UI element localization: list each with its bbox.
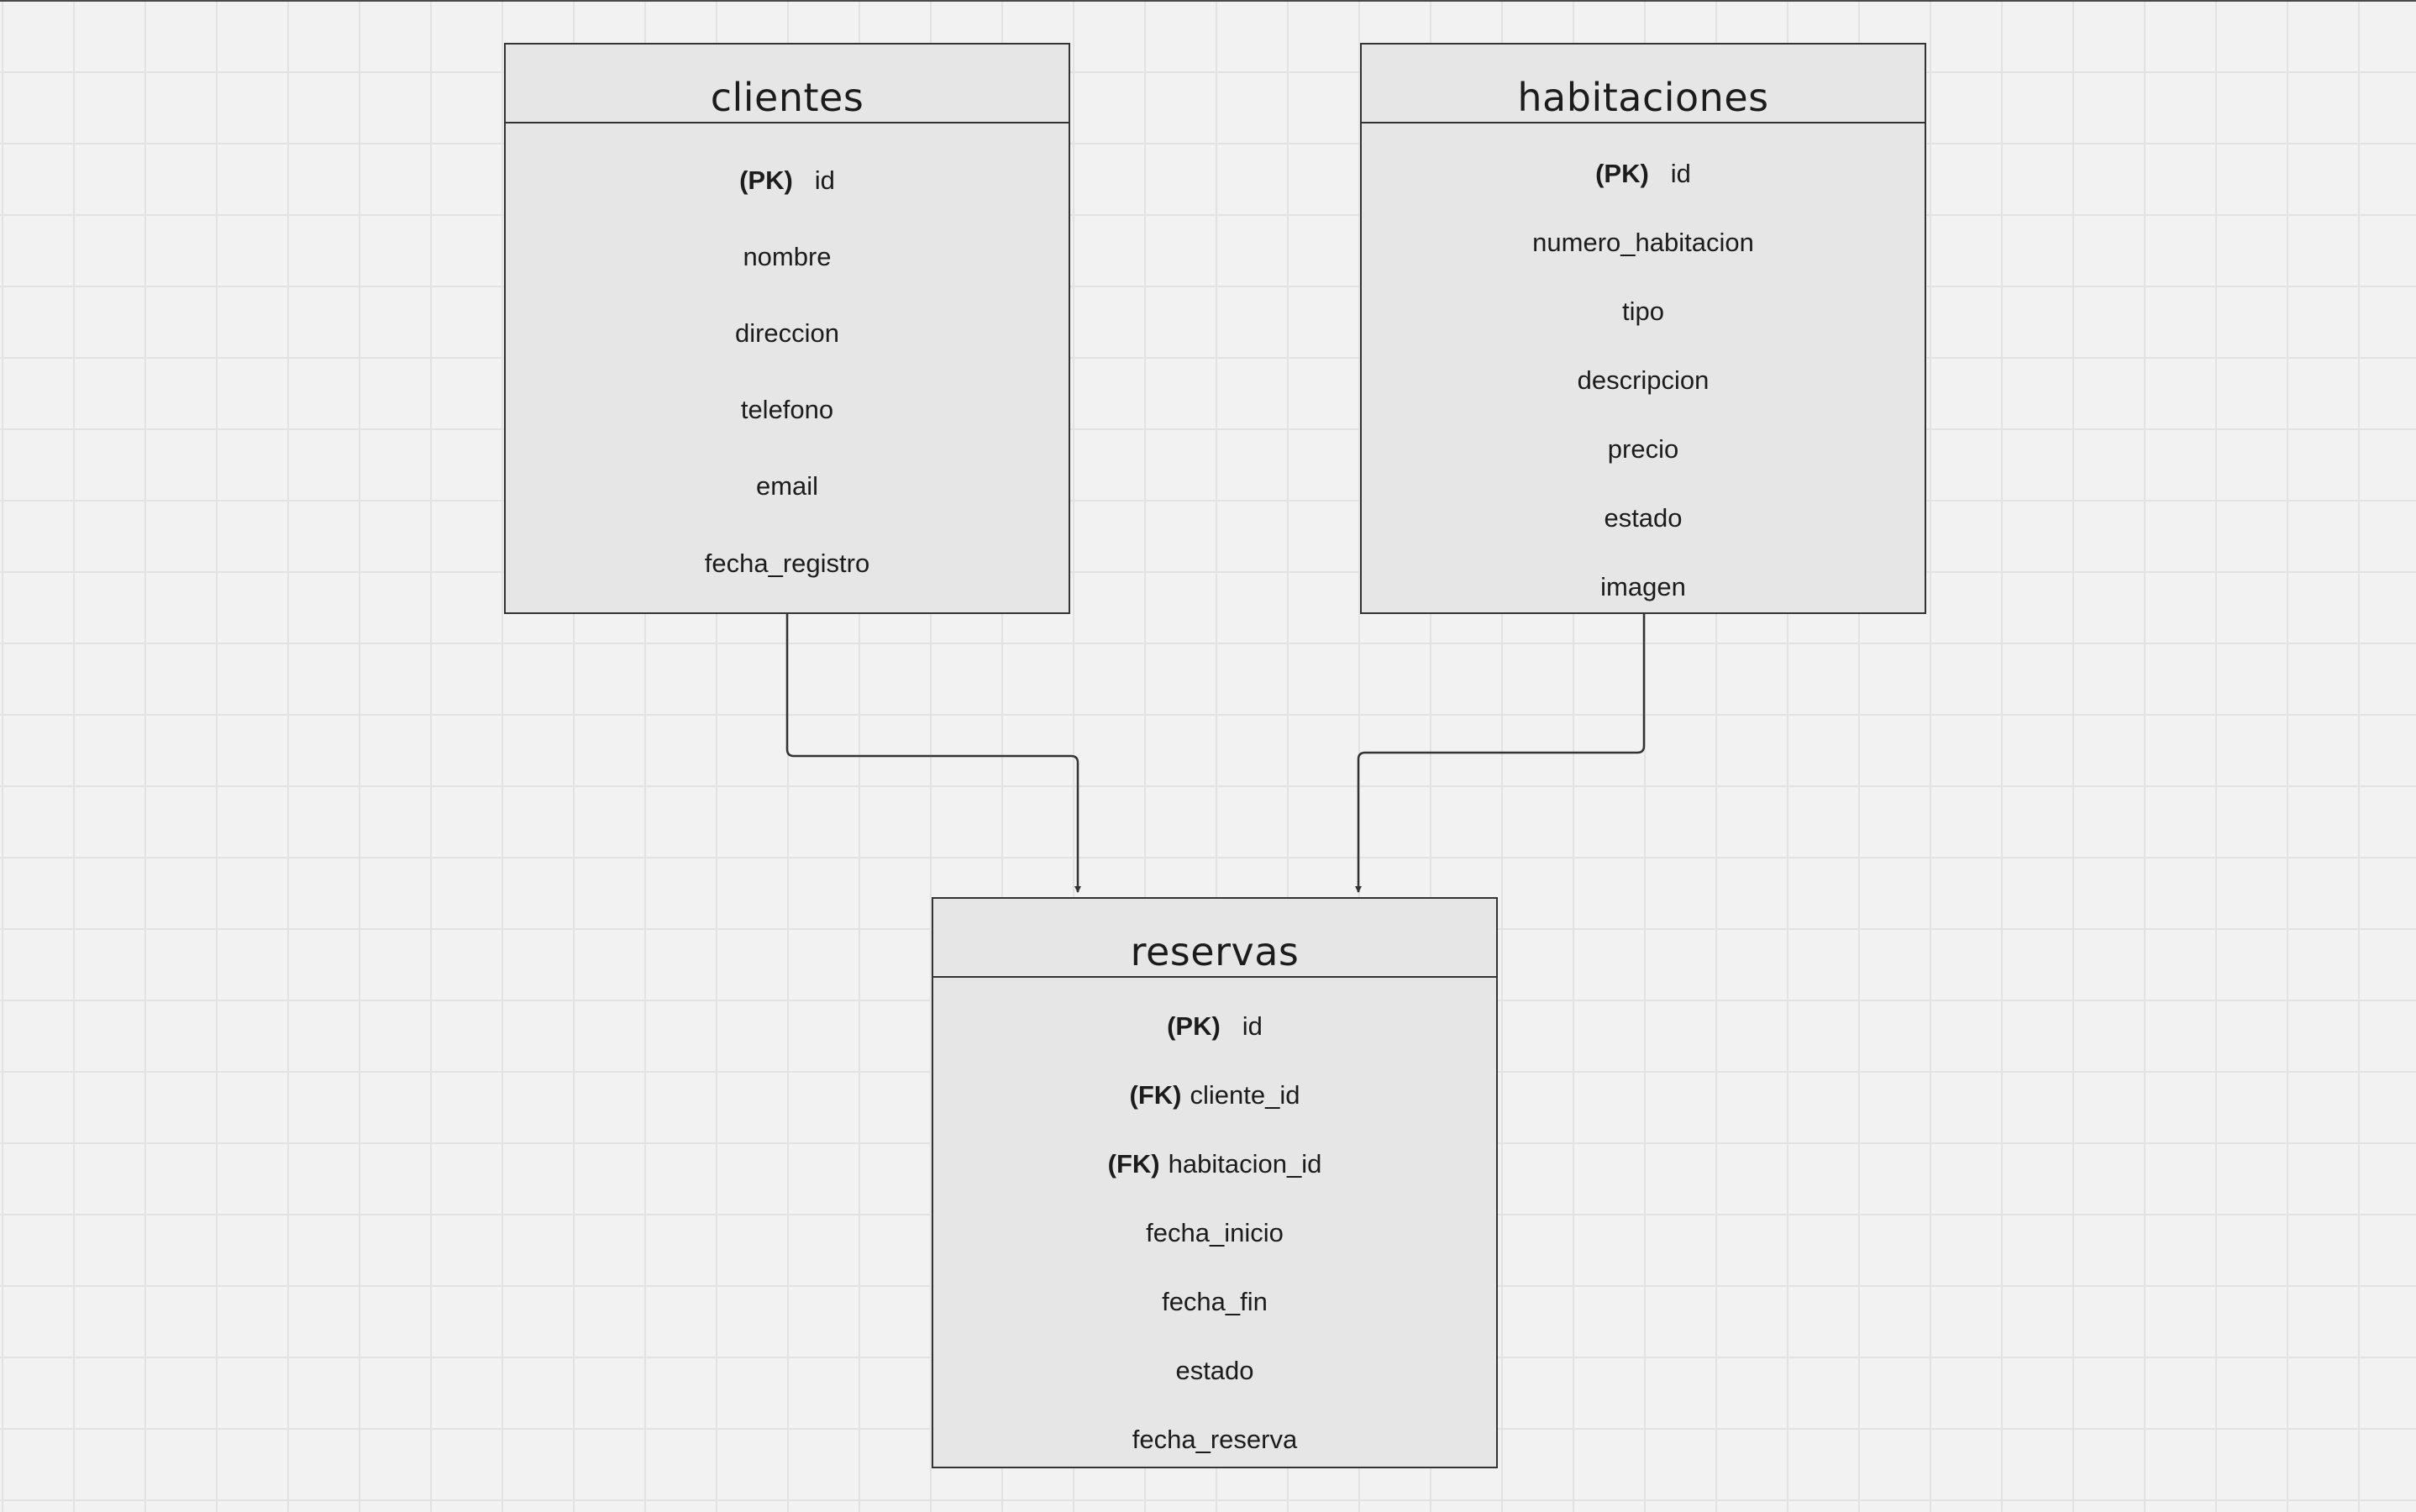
entity-reservas[interactable]: reservas (PK) id (FK) cliente_id (FK) habit… xyxy=(932,897,1498,1468)
attribute-row[interactable]: fecha_reserva xyxy=(933,1425,1496,1455)
primary-key-label: (PK) xyxy=(1167,1011,1221,1041)
attribute-row[interactable]: fecha_inicio xyxy=(933,1218,1496,1248)
attribute-row[interactable]: (FK) habitacion_id xyxy=(933,1149,1496,1179)
attribute-row[interactable]: estado xyxy=(933,1356,1496,1386)
attribute-row[interactable]: direccion xyxy=(506,318,1069,349)
attribute-name: tipo xyxy=(1622,297,1664,326)
connector-habitaciones-reservas[interactable] xyxy=(1355,613,1646,893)
attribute-name: estado xyxy=(1604,503,1683,533)
entity-habitaciones-header: habitaciones xyxy=(1362,45,1925,123)
attribute-name: fecha_fin xyxy=(1162,1287,1268,1316)
attribute-name: email xyxy=(755,471,819,501)
connector-clientes-reservas[interactable] xyxy=(785,613,1081,893)
attribute-name: nombre xyxy=(743,242,832,271)
attribute-name: descripcion xyxy=(1577,365,1710,395)
canvas-top-border xyxy=(0,0,2416,2)
entity-clientes-header: clientes xyxy=(506,45,1069,123)
attribute-row[interactable]: fecha_registro xyxy=(506,549,1069,579)
attribute-name: fecha_reserva xyxy=(1132,1425,1298,1454)
primary-key-label: (PK) xyxy=(739,165,793,195)
attribute-row[interactable]: (FK) cliente_id xyxy=(933,1080,1496,1110)
attribute-name: telefono xyxy=(740,395,834,424)
attribute-row[interactable]: numero_habitacion xyxy=(1362,228,1925,258)
entity-reservas-header: reservas xyxy=(933,899,1496,978)
attribute-row[interactable]: imagen xyxy=(1362,572,1925,602)
attribute-row[interactable]: email xyxy=(506,471,1069,501)
attribute-row[interactable]: (PK) id xyxy=(506,165,1069,196)
attribute-row[interactable]: (PK) id xyxy=(933,1011,1496,1042)
attribute-row[interactable]: descripcion xyxy=(1362,365,1925,396)
attribute-row[interactable]: tipo xyxy=(1362,297,1925,327)
attribute-name: direccion xyxy=(734,318,840,348)
foreign-key-label: (FK) xyxy=(1129,1080,1182,1110)
entity-habitaciones[interactable]: habitaciones (PK) id numero_habitacion ti… xyxy=(1360,43,1926,614)
attribute-row[interactable]: (PK) id xyxy=(1362,159,1925,189)
attribute-name: precio xyxy=(1607,434,1679,464)
attribute-name: fecha_inicio xyxy=(1146,1218,1284,1247)
attribute-name: imagen xyxy=(1600,572,1686,601)
attribute-row[interactable]: telefono xyxy=(506,395,1069,425)
foreign-key-label: (FK) xyxy=(1107,1149,1160,1179)
attribute-row[interactable]: fecha_fin xyxy=(933,1287,1496,1317)
primary-key-label: (PK) xyxy=(1595,159,1649,188)
entity-title: clientes xyxy=(710,75,864,120)
attribute-row[interactable]: estado xyxy=(1362,503,1925,533)
attribute-name: id xyxy=(1242,1011,1263,1041)
entity-title: habitaciones xyxy=(1517,75,1769,120)
attribute-name: cliente_id xyxy=(1190,1080,1300,1110)
attribute-name: estado xyxy=(1175,1356,1254,1385)
attribute-name: id xyxy=(1670,159,1691,188)
attribute-name: id xyxy=(814,165,835,195)
attribute-name: numero_habitacion xyxy=(1532,228,1754,257)
attribute-name: habitacion_id xyxy=(1168,1149,1322,1179)
attribute-row[interactable]: nombre xyxy=(506,242,1069,272)
entity-clientes[interactable]: clientes (PK) id nombre direccion telefon… xyxy=(504,43,1070,614)
attribute-row[interactable]: precio xyxy=(1362,434,1925,465)
entity-title: reservas xyxy=(1130,929,1300,974)
attribute-name: fecha_registro xyxy=(704,549,870,578)
